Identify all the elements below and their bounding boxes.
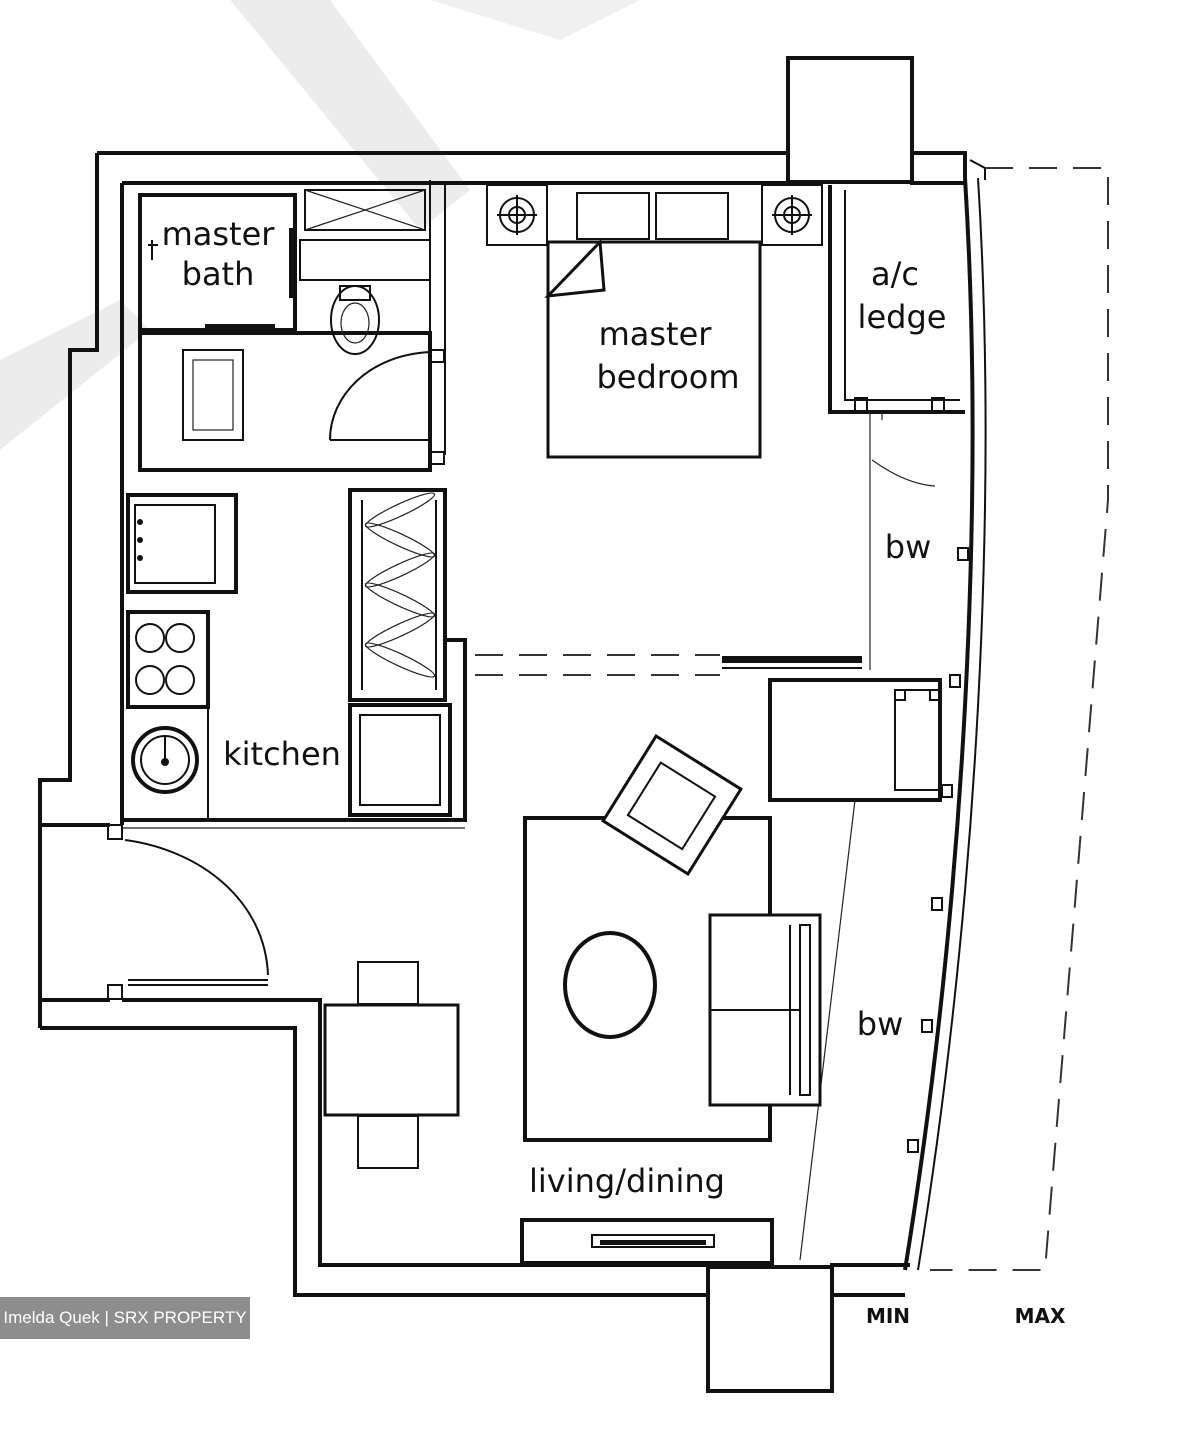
living-dining-label: living/dining xyxy=(529,1162,725,1200)
kitchen-label: kitchen xyxy=(223,735,341,773)
max-boundary xyxy=(930,167,1109,1271)
ac-ledge xyxy=(828,185,965,670)
master-bedroom-label-line1: master xyxy=(599,315,713,353)
wardrobe xyxy=(348,488,467,702)
curved-facade xyxy=(903,159,987,1271)
min-label: MIN xyxy=(866,1304,910,1328)
outer-walls xyxy=(38,151,967,1297)
sliding-partition xyxy=(475,654,862,676)
ac-ledge-label-line1: a/c xyxy=(871,255,919,293)
bw-lower-label: bw xyxy=(857,1005,903,1043)
column-top xyxy=(786,56,914,184)
master-bath-label-line1: master xyxy=(162,215,276,253)
living-furniture xyxy=(323,734,822,1265)
master-bedroom-furniture xyxy=(486,184,823,459)
kitchen xyxy=(122,493,467,829)
master-bedroom-label-line2: bedroom xyxy=(596,358,739,396)
column-bottom xyxy=(706,1265,834,1393)
master-bath xyxy=(138,180,446,472)
bw-upper-label: bw xyxy=(885,528,931,566)
master-bath-label-line2: bath xyxy=(182,255,255,293)
storage-cabinet xyxy=(768,678,942,1261)
entrance-door xyxy=(107,824,269,1000)
max-label: MAX xyxy=(1015,1304,1066,1328)
ac-ledge-label-line2: ledge xyxy=(858,298,947,336)
photo-credit-watermark: Imelda Quek | SRX PROPERTY xyxy=(0,1297,250,1339)
background-watermark-shape xyxy=(0,0,640,450)
